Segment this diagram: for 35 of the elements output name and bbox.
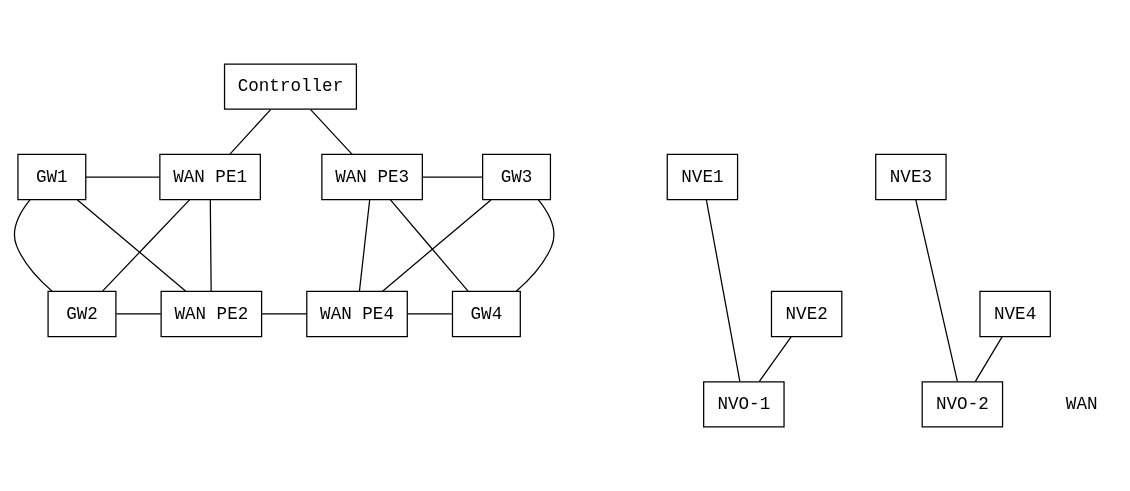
connector — [974, 336, 1003, 383]
connector — [310, 109, 353, 155]
node-box: WAN PE4 — [306, 290, 408, 338]
connector — [422, 176, 484, 178]
connector — [13, 199, 53, 292]
label: WAN — [1065, 394, 1098, 415]
node-box: NVE2 — [770, 290, 843, 338]
connector — [229, 109, 272, 155]
node-box: GW1 — [17, 153, 87, 201]
connector — [381, 199, 492, 292]
node-box: GW2 — [47, 290, 117, 338]
connector — [115, 313, 162, 315]
connector — [705, 199, 741, 383]
connector — [515, 199, 555, 292]
node-box: GW4 — [451, 290, 521, 338]
node-box: WAN PE3 — [321, 153, 423, 201]
node-box: NVE1 — [666, 153, 739, 201]
connector — [389, 199, 469, 292]
connector — [261, 313, 308, 315]
connector — [358, 199, 371, 292]
connector — [406, 313, 453, 315]
node-box: NVE3 — [875, 153, 947, 201]
node-box: NVO-1 — [703, 381, 785, 428]
node-box: NVO-2 — [921, 381, 1004, 428]
connector — [101, 199, 191, 292]
node-box: Controller — [223, 63, 358, 110]
connector — [209, 199, 212, 292]
node-box: WAN PE2 — [160, 290, 263, 338]
connector — [915, 199, 959, 383]
connector — [758, 336, 792, 383]
connector — [76, 199, 187, 292]
node-box: WAN PE1 — [159, 153, 261, 201]
node-box: NVE4 — [979, 290, 1051, 338]
node-box: GW3 — [482, 153, 552, 201]
connector — [85, 176, 161, 178]
